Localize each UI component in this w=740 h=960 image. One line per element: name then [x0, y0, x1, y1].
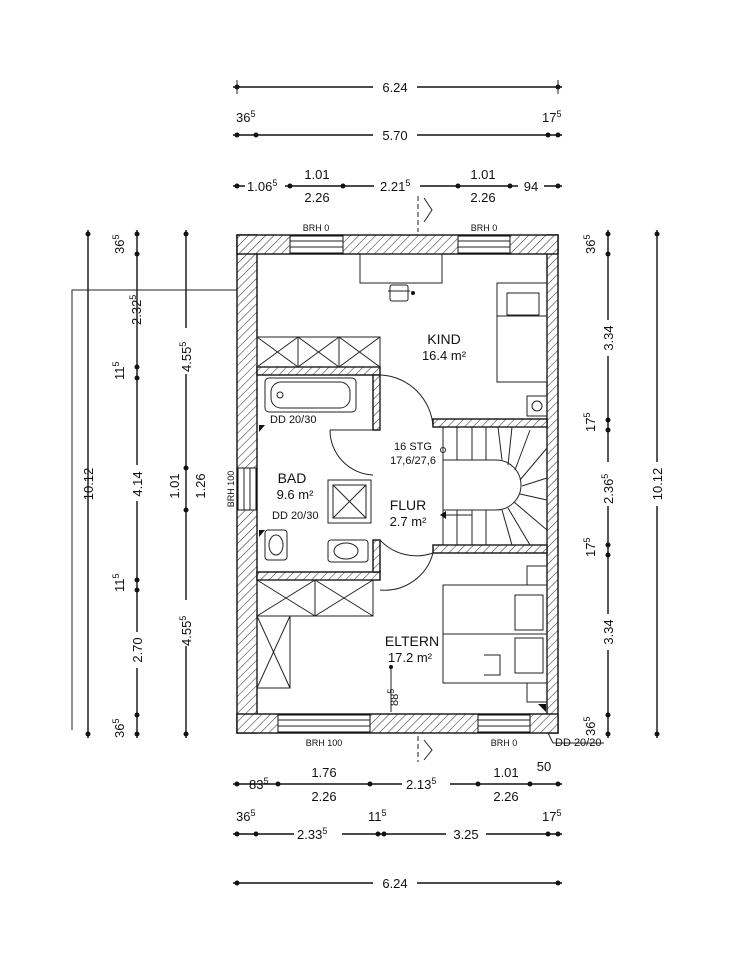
room-kind-area: 16.4 m²: [422, 348, 467, 363]
dim-right-3: 175: [582, 413, 598, 432]
dim-left-2: 2.325: [128, 295, 144, 325]
dim-bot-right-wall: 175: [542, 808, 561, 824]
doors: [329, 374, 434, 591]
room-eltern-name: ELTERN: [385, 633, 439, 649]
brh-left: BRH 100: [226, 471, 236, 508]
stair-count: 16 STG: [394, 441, 432, 453]
eltern-furniture: [442, 565, 548, 712]
bathroom-fixtures: [259, 377, 372, 563]
dim-right-2: 3.34: [601, 325, 616, 350]
dim-left-7: 365: [111, 719, 127, 738]
dim-bot-total: 6.24: [382, 876, 407, 891]
dim-right-5: 175: [582, 538, 598, 557]
dim-top-94: 94: [524, 179, 538, 194]
dim-bot-50: 50: [537, 759, 551, 774]
dim-top-win2: 1.01: [470, 167, 495, 182]
dim-bot-inner: 115: [368, 808, 387, 824]
dim-bot-mid: 2.135: [406, 776, 436, 792]
dim-left-3: 115: [111, 361, 127, 380]
staircase: [440, 426, 548, 546]
dim-right-total: 10.12: [650, 468, 665, 501]
dim-bot-83: 835: [249, 776, 268, 792]
dim-bot-open2: 2.26: [493, 789, 518, 804]
dim-left-b3: 1.26: [193, 473, 208, 498]
dd-bath-mid: DD 20/30: [272, 510, 318, 522]
dim-left-b4: 4.555: [178, 616, 194, 646]
dim-bot-w2: 3.25: [453, 827, 478, 842]
dim-top-mid: 2.215: [380, 178, 410, 194]
dim-left-b2: 1.01: [167, 473, 182, 498]
dim-top-w1: 1.065: [247, 178, 277, 194]
left-dimensions: 10.12 365 2.325 115 4.14 115 2.70 365 4.…: [71, 230, 238, 738]
room-flur-name: FLUR: [390, 497, 427, 513]
section-markers: [417, 196, 433, 762]
dd-bath-top: DD 20/30: [270, 414, 316, 426]
dim-bot-win1: 1.76: [311, 765, 336, 780]
brh-bottom-right: BRH 0: [491, 738, 518, 748]
dim-left-b1: 4.555: [178, 342, 194, 372]
annotations: BRH 0 BRH 0 BRH 100 BRH 100 BRH 0 DD 20/…: [226, 223, 604, 749]
brh-top-left: BRH 0: [303, 223, 330, 233]
room-labels: KIND 16.4 m² BAD 9.6 m² FLUR 2.7 m² ELTE…: [277, 331, 467, 665]
dim-right-1: 365: [582, 235, 598, 254]
dim-left-4: 4.14: [130, 471, 145, 496]
dim-top-open1: 2.26: [304, 190, 329, 205]
dim-right-7: 365: [582, 717, 598, 736]
right-dimensions: 365 3.34 175 2.365 175 3.34 365 10.12: [582, 230, 666, 738]
dim-left-6: 2.70: [130, 637, 145, 662]
room-eltern-area: 17.2 m²: [388, 650, 433, 665]
dim-bot-left-wall: 365: [236, 808, 255, 824]
wardrobes: [256, 336, 381, 689]
room-flur-area: 2.7 m²: [390, 514, 428, 529]
room-bad-name: BAD: [278, 470, 307, 486]
brh-bottom-left: BRH 100: [306, 738, 343, 748]
top-dimensions: 6.24 5.70 365 175 1.065 2.215 1.01 2.26 …: [233, 78, 562, 205]
dim-left-1: 365: [111, 235, 127, 254]
dim-bot-w1: 2.335: [297, 826, 327, 842]
dim-top-inner: 5.70: [382, 128, 407, 143]
dim-right-6: 3.34: [601, 619, 616, 644]
dim-top-left-wall: 365: [236, 109, 255, 125]
stair-size: 17,6/27,6: [390, 455, 436, 467]
windows: [237, 235, 531, 733]
dim-bot-open1: 2.26: [311, 789, 336, 804]
dim-top-win1: 1.01: [304, 167, 329, 182]
dim-bot-win2: 1.01: [493, 765, 518, 780]
bottom-dimensions: 835 1.76 2.26 2.135 1.01 2.26 50 365 2.3…: [233, 759, 562, 892]
dim-top-open2: 2.26: [470, 190, 495, 205]
dim-left-5: 115: [111, 573, 127, 592]
dim-left-total: 10.12: [81, 468, 96, 501]
dim-right-4: 2.365: [600, 474, 616, 504]
brh-top-right: BRH 0: [471, 223, 498, 233]
kind-furniture: [359, 253, 548, 417]
dim-top-right-wall: 175: [542, 109, 561, 125]
dim-top-total: 6.24: [382, 80, 407, 95]
height-88: 885: [386, 689, 401, 706]
room-bad-area: 9.6 m²: [277, 487, 315, 502]
room-kind-name: KIND: [427, 331, 460, 347]
